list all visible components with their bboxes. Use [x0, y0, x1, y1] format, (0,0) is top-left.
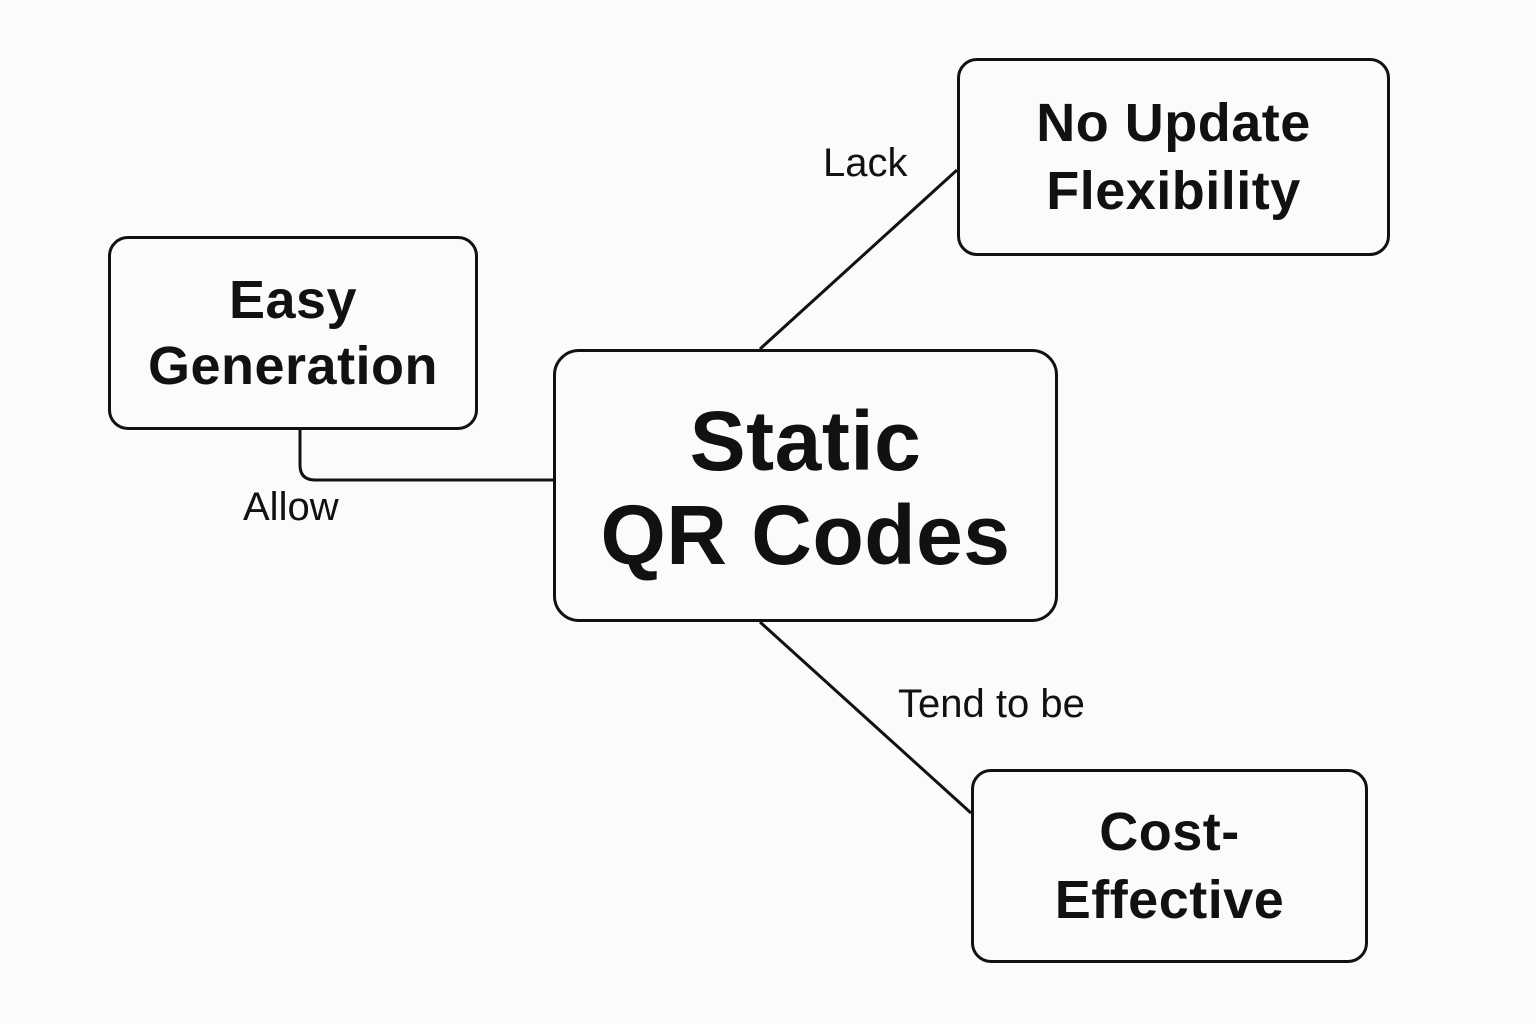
edge-label-tend-to-be: Tend to be [898, 682, 1085, 726]
node-no-update-flexibility: No Update Flexibility [957, 58, 1390, 256]
node-easy-generation-label: Easy Generation [147, 270, 439, 396]
node-static-qr-codes-label: Static QR Codes [600, 393, 1011, 582]
edge-allow-line [298, 430, 553, 482]
edge-lack-line [758, 168, 959, 351]
node-easy-generation: Easy Generation [108, 236, 478, 430]
edge-tend-line [758, 620, 973, 815]
edge-label-allow: Allow [243, 485, 339, 529]
node-no-update-flexibility-label: No Update Flexibility [1036, 93, 1311, 221]
node-cost-effective-label: Cost- Effective [1054, 802, 1285, 930]
node-cost-effective: Cost- Effective [971, 769, 1368, 963]
edge-label-lack: Lack [823, 141, 908, 185]
node-static-qr-codes: Static QR Codes [553, 349, 1058, 622]
